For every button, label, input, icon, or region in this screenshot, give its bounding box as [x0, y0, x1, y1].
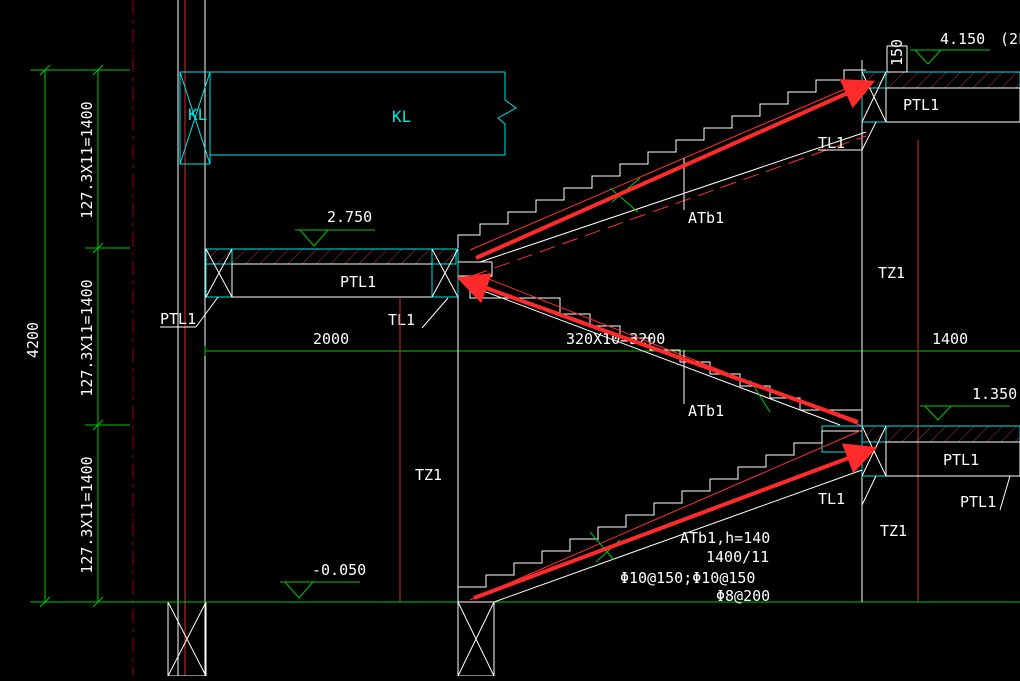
flight-dim-mid-label: 127.3X11=1400	[78, 279, 96, 396]
atb-bot-spec: ATb1,h=140	[680, 529, 770, 547]
kl-beam-label: KL	[392, 107, 411, 126]
tl-top-label: TL1	[818, 134, 845, 152]
elevation-4150: 4.150	[940, 30, 985, 48]
ptl-right-leader-label: PTL1	[960, 493, 996, 511]
elevation-4150-suffix: (2F	[1000, 30, 1020, 48]
tl-mid-label: TL1	[388, 311, 415, 329]
tl-bot-label: TL1	[818, 490, 845, 508]
kl-column-label: KL	[188, 105, 207, 124]
atb-bot-dist: Φ8@200	[716, 587, 770, 605]
dim-2000: 2000	[313, 330, 349, 348]
elevation-1350: 1.350	[972, 385, 1017, 403]
tz-mid-label: TZ1	[415, 466, 442, 484]
tz-right-top-label: TZ1	[878, 264, 905, 282]
atb-mid-label: ATb1	[688, 402, 724, 420]
kl-beam	[179, 71, 517, 165]
atb-bot-rebar: Φ10@150;Φ10@150	[620, 569, 755, 587]
ptl-mid-label: PTL1	[340, 273, 376, 291]
bottom-flight	[457, 429, 863, 603]
tz-right-bot-label: TZ1	[880, 522, 907, 540]
upper-flight	[457, 69, 867, 277]
arrow-middle-flight	[456, 273, 859, 424]
mid-landing-slab	[205, 248, 459, 298]
right-landing-slab	[821, 425, 1020, 477]
arrow-upper-flight	[475, 79, 876, 260]
annotation-arrows	[456, 79, 878, 600]
flight-dim-bot-label: 127.3X11=1400	[78, 456, 96, 573]
columns	[399, 60, 919, 602]
elevation-1350-marker	[920, 405, 1010, 421]
left-wall	[132, 0, 207, 677]
atb-bot-steps: 1400/11	[706, 548, 769, 566]
elevation-2750-marker	[295, 229, 375, 247]
arrow-bottom-flight	[473, 443, 878, 600]
ptl-top-right-label: PTL1	[903, 96, 939, 114]
elevation-4150-marker	[910, 49, 990, 65]
dim-1400: 1400	[932, 330, 968, 348]
ptl-mid-leader-label: PTL1	[160, 310, 196, 328]
top-landing-slab	[861, 45, 1020, 123]
atb-top-label: ATb1	[688, 209, 724, 227]
elevation-ground-marker	[280, 581, 360, 599]
dim-150: 150	[888, 39, 906, 66]
elevation-2750: 2.750	[327, 208, 372, 226]
total-height-label: 4200	[24, 322, 42, 358]
flight-dim-top-label: 127.3X11=1400	[78, 101, 96, 218]
ptl-right-label: PTL1	[943, 451, 979, 469]
elevation-ground: -0.050	[312, 561, 366, 579]
